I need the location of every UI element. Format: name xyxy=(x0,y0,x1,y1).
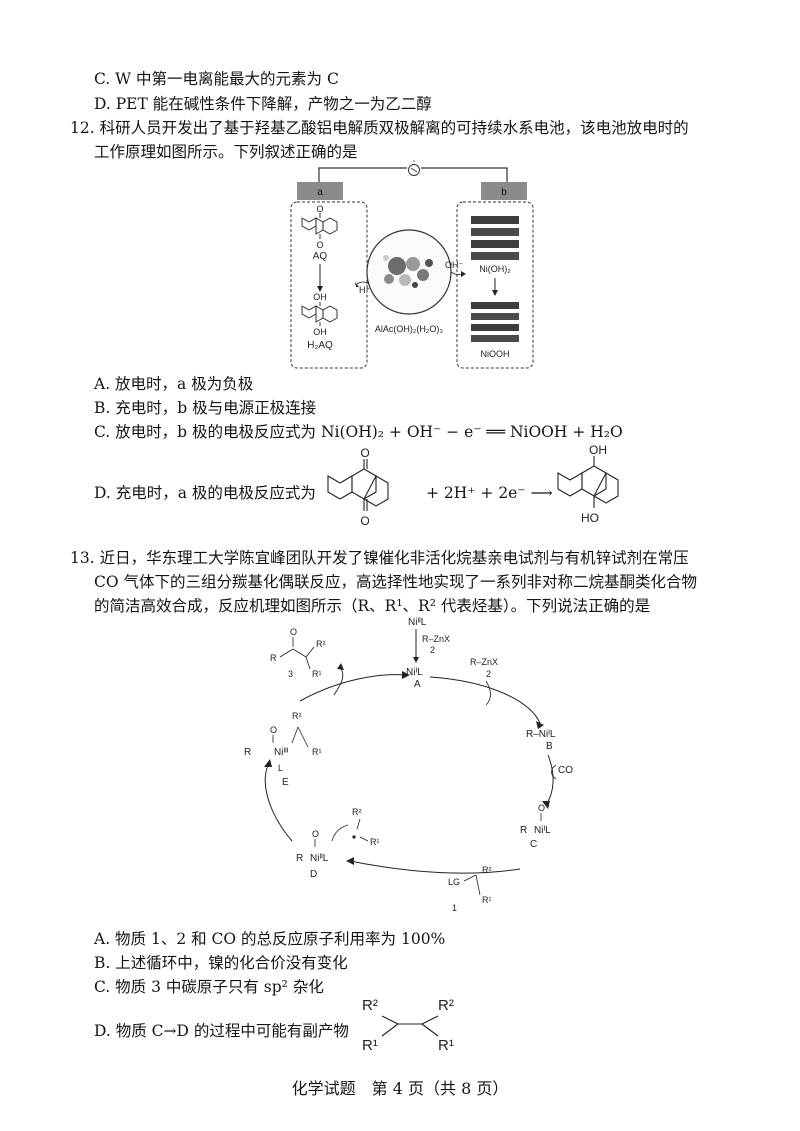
top-reagent-label: R–ZnX xyxy=(422,634,450,644)
lightbulb-icon xyxy=(408,160,420,176)
product-r1: R¹ xyxy=(312,669,322,679)
species-d-o: O xyxy=(312,829,319,839)
aq-o-top: O xyxy=(316,204,323,214)
electrode-a xyxy=(297,182,343,200)
byproduct-structure: R² R¹ R² R¹ xyxy=(362,997,454,1054)
aq-molecule xyxy=(301,213,338,239)
hplus-label: H⁺ xyxy=(359,285,370,295)
radical-dot xyxy=(352,835,356,839)
product-o: O xyxy=(290,627,297,637)
q12-option-d-middle: + 2H⁺ + 2e⁻ ⟶ xyxy=(426,484,553,502)
ohminus-label: OH⁻ xyxy=(445,260,464,270)
species-c-o: O xyxy=(538,803,545,813)
electrode-b xyxy=(481,182,527,200)
product-r2: R² xyxy=(316,639,326,649)
product-number: 3 xyxy=(288,669,293,679)
h2aq-label: H₂AQ xyxy=(307,340,333,351)
nioh2-label: Ni(OH)₂ xyxy=(479,264,511,274)
q12-option-d-prefix: D. 充电时，a 极的电极反应式为 xyxy=(94,484,316,502)
h2aq-oh-top: OH xyxy=(313,292,327,302)
page-footer: 化学试题 第 4 页（共 8 页） xyxy=(291,1079,509,1098)
electrolyte-label: AlAc(OH)₂(H₂O)₃ xyxy=(375,324,443,334)
radical-r1: R¹ xyxy=(370,837,380,847)
q13-stem-line2: CO 气体下的三组分羰基化偶联反应，高选择性地实现了一系列非对称二烷基酮类化合物 xyxy=(94,573,697,591)
electrode-b-label: b xyxy=(501,187,507,198)
byproduct-r1-left: R¹ xyxy=(362,1037,378,1054)
right-reagent-number: 2 xyxy=(486,669,491,679)
q12-stem-line1: 12. 科研人员开发出了基于羟基乙酸铝电解质双极解离的可持续水系电池，该电池放电… xyxy=(70,119,689,137)
niooh-layers xyxy=(471,302,519,342)
species-c-label: C xyxy=(530,839,537,850)
q13-stem-line1: 13. 近日，华东理工大学陈宜峰团队开发了镍催化非活化烷基亲电试剂与有机锌试剂在… xyxy=(70,549,689,567)
electrode-a-label: a xyxy=(317,187,323,198)
species-e-r1: R¹ xyxy=(312,747,322,757)
q12-stem-line2: 工作原理如图所示。下列叙述正确的是 xyxy=(94,143,358,161)
battery-diagram: a b O O AQ OH OH H₂AQ AlAc(OH)₂(H₂O)₃ xyxy=(290,160,534,369)
species-e-r: R xyxy=(244,747,251,758)
species-c-formula: NiᴵL xyxy=(534,825,551,836)
q13-option-d: D. 物质 C→D 的过程中可能有副产物 xyxy=(94,1022,349,1040)
radical-r2: R² xyxy=(352,807,362,817)
nioh2-layers xyxy=(471,216,519,260)
byproduct-r2-left: R² xyxy=(362,997,378,1014)
q12-option-c: C. 放电时，b 极的电极反应式为 Ni(OH)₂ + OH⁻ − e⁻ ══ … xyxy=(94,423,623,441)
substrate-r1: R¹ xyxy=(482,895,492,905)
h2aq-molecule xyxy=(301,302,338,326)
q13-option-c: C. 物质 3 中碳原子只有 sp² 杂化 xyxy=(94,978,324,996)
byproduct-r2-right: R² xyxy=(438,997,454,1014)
q13-stem-line3: 的简洁高效合成，反应机理如图所示（R、R¹、R² 代表烃基）。下列说法正确的是 xyxy=(94,597,651,615)
niooh-label: NiOOH xyxy=(481,349,510,359)
species-e-r2: R² xyxy=(292,711,302,721)
nickel-catalytic-cycle: NiᴵᴵL R–ZnX 2 NiᴵL A R–ZnX 2 R–NiᴵL B CO… xyxy=(244,617,573,913)
top-catalyst-label: NiᴵᴵL xyxy=(408,617,427,628)
anthrahydroquinone-structure: OH HO xyxy=(557,443,619,525)
species-e-l: L xyxy=(278,763,283,773)
option-11d: D. PET 能在碱性条件下降解，产物之一为乙二醇 xyxy=(94,95,432,113)
option-11c: C. W 中第一电离能最大的元素为 C xyxy=(94,70,339,88)
substrate-r2: R² xyxy=(482,865,492,875)
electrolyte-sphere xyxy=(366,229,452,315)
anthraquinone-structure: O O xyxy=(327,447,389,528)
anthraquinone-o-top: O xyxy=(360,447,369,460)
species-a-label: A xyxy=(414,679,421,690)
species-e-label: E xyxy=(282,777,289,788)
species-c-r: R xyxy=(520,825,527,836)
molecule-cluster-icon xyxy=(383,255,433,288)
q12-option-b: B. 充电时，b 极与电源正极连接 xyxy=(94,399,317,417)
species-b-formula: R–NiᴵL xyxy=(526,729,556,740)
hydroquinone-oh-bottom: HO xyxy=(581,511,599,525)
species-a-formula: NiᴵL xyxy=(406,667,423,678)
product-r: R xyxy=(270,653,277,663)
h2aq-oh-bottom: OH xyxy=(313,327,327,337)
q12-option-a: A. 放电时，a 极为负极 xyxy=(94,375,254,393)
aq-label: AQ xyxy=(313,251,328,262)
species-d-formula: NiᴵᴵL xyxy=(310,853,329,864)
byproduct-r1-right: R¹ xyxy=(438,1037,454,1054)
species-e-o: O xyxy=(270,725,277,735)
substrate-number: 1 xyxy=(452,903,457,913)
co-label: CO xyxy=(558,765,573,776)
species-e-formula: Niᴵᴵᴵ xyxy=(274,747,289,758)
q13-option-a: A. 物质 1、2 和 CO 的总反应原子利用率为 100% xyxy=(94,930,446,948)
species-d-label: D xyxy=(310,869,317,880)
aq-o-bottom: O xyxy=(316,240,323,250)
hydroquinone-oh-top: OH xyxy=(589,443,607,457)
species-d-r: R xyxy=(296,853,303,864)
species-b-label: B xyxy=(546,741,553,752)
right-reagent-label: R–ZnX xyxy=(470,657,498,667)
substrate-lg: LG xyxy=(448,877,460,887)
top-reagent-number: 2 xyxy=(430,645,435,655)
anthraquinone-o-bottom: O xyxy=(360,514,369,528)
q13-option-b: B. 上述循环中，镍的化合价没有变化 xyxy=(94,954,348,972)
